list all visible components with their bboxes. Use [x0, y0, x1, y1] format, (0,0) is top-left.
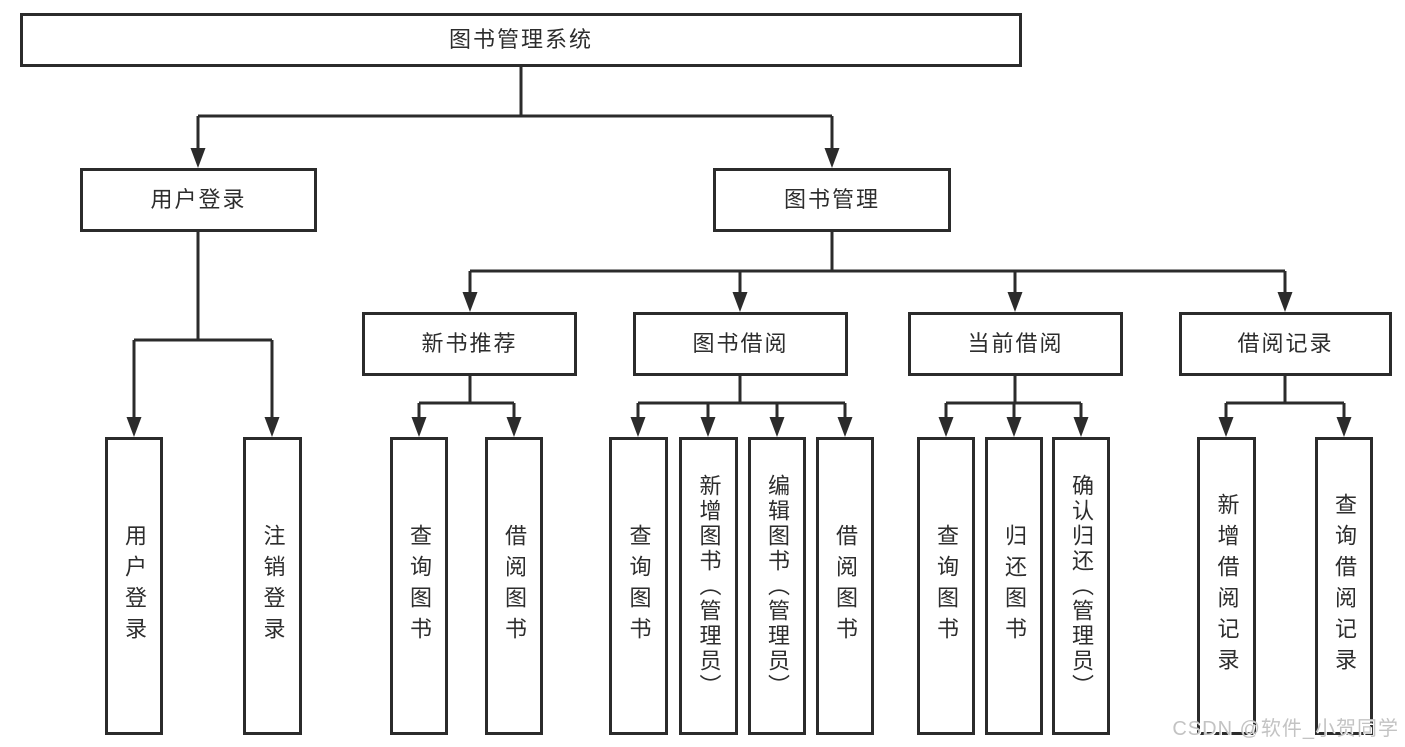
arrowhead-icon	[190, 148, 206, 168]
node-leaf-return-book: 归还图书	[985, 437, 1043, 735]
node-root-system: 图书管理系统	[20, 13, 1022, 67]
node-label: 图书借阅	[692, 331, 789, 356]
node-leaf-confirm-return-admin: 确认归还（管理员）	[1052, 437, 1110, 735]
arrowhead-icon	[1073, 417, 1089, 437]
edge-user-login-children	[126, 232, 280, 437]
arrowhead-icon	[630, 417, 646, 437]
arrowhead-icon	[824, 148, 840, 168]
arrowhead-icon	[264, 417, 280, 437]
node-label: 编辑图书（管理员）	[765, 473, 790, 699]
node-leaf-borrow-book-recommend: 借阅图书	[485, 437, 543, 735]
edge-new-book-children	[411, 376, 522, 437]
node-book-borrow: 图书借阅	[633, 312, 848, 376]
node-leaf-query-book: 查询图书	[609, 437, 668, 735]
node-leaf-query-book-recommend: 查询图书	[390, 437, 448, 735]
arrowhead-icon	[1336, 417, 1352, 437]
node-label: 查询借阅记录	[1332, 493, 1357, 679]
arrowhead-icon	[1218, 417, 1234, 437]
node-leaf-borrow-book: 借阅图书	[816, 437, 874, 735]
arrowhead-icon	[700, 417, 716, 437]
node-leaf-add-borrow-record: 新增借阅记录	[1197, 437, 1256, 735]
edge-current-borrow-children	[938, 376, 1089, 437]
node-label: 注销登录	[260, 524, 286, 648]
node-leaf-query-book-current: 查询图书	[917, 437, 975, 735]
node-book-management: 图书管理	[713, 168, 951, 232]
arrowhead-icon	[126, 417, 142, 437]
edge-book-borrow-children	[630, 376, 853, 437]
csdn-watermark: CSDN @软件_小贺同学	[1172, 718, 1399, 740]
node-label: 归还图书	[1002, 524, 1027, 648]
node-label: 用户登录	[150, 187, 247, 212]
node-label: 图书管理	[783, 187, 880, 212]
node-label: 借阅图书	[833, 524, 858, 648]
node-label: 新增图书（管理员）	[696, 473, 722, 699]
arrowhead-icon	[837, 417, 853, 437]
node-label: 新书推荐	[421, 331, 518, 356]
edge-book-mgmt-to-level3	[462, 232, 1293, 312]
arrowhead-icon	[732, 292, 748, 312]
node-leaf-add-book-admin: 新增图书（管理员）	[679, 437, 738, 735]
arrowhead-icon	[462, 292, 478, 312]
node-borrow-record: 借阅记录	[1179, 312, 1392, 376]
node-label: 用户登录	[122, 524, 147, 648]
node-label: 当前借阅	[967, 331, 1064, 356]
arrowhead-icon	[411, 417, 427, 437]
node-label: 图书管理系统	[448, 27, 593, 52]
edge-borrow-record-children	[1218, 376, 1352, 437]
arrowhead-icon	[1006, 417, 1022, 437]
node-label: 借阅图书	[502, 524, 527, 648]
node-user-login: 用户登录	[80, 168, 317, 232]
node-label: 新增借阅记录	[1214, 493, 1240, 679]
arrowhead-icon	[1277, 292, 1293, 312]
node-label: 查询图书	[934, 524, 959, 648]
arrowhead-icon	[506, 417, 522, 437]
node-label: 查询图书	[407, 524, 432, 648]
node-label: 借阅记录	[1237, 331, 1334, 356]
node-leaf-user-login: 用户登录	[105, 437, 163, 735]
arrowhead-icon	[1007, 292, 1023, 312]
edge-root-to-level2	[190, 67, 840, 168]
node-current-borrow: 当前借阅	[908, 312, 1123, 376]
node-leaf-logout: 注销登录	[243, 437, 302, 735]
node-label: 查询图书	[626, 524, 652, 648]
node-label: 确认归还（管理员）	[1069, 473, 1094, 699]
node-leaf-query-borrow-record: 查询借阅记录	[1315, 437, 1373, 735]
node-leaf-edit-book-admin: 编辑图书（管理员）	[748, 437, 806, 735]
node-new-book-recommend: 新书推荐	[362, 312, 577, 376]
arrowhead-icon	[938, 417, 954, 437]
arrowhead-icon	[769, 417, 785, 437]
